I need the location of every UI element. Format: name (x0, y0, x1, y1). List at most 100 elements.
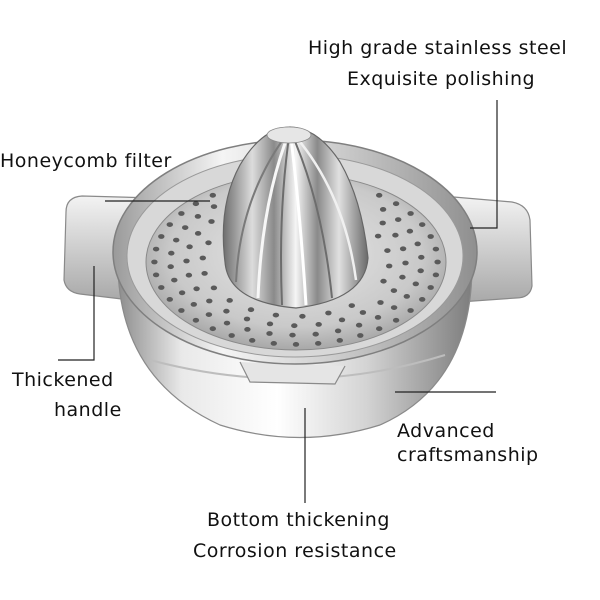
filter-hole (379, 220, 386, 226)
filter-hole (355, 322, 363, 328)
filter-hole (178, 290, 186, 296)
filter-hole (392, 317, 400, 323)
filter-hole (192, 201, 200, 207)
filter-hole (289, 332, 296, 338)
filter-hole (417, 268, 424, 274)
filter-hole (166, 297, 173, 302)
filter-hole (392, 232, 399, 238)
filter-hole (292, 342, 300, 347)
filter-hole (210, 285, 218, 291)
leader-handle (58, 266, 95, 361)
filter-hole (192, 317, 200, 323)
filter-hole (357, 333, 364, 338)
filter-hole (299, 313, 306, 319)
filter-hole (434, 259, 441, 265)
steel-label-line1: High grade stainless steel (308, 37, 568, 59)
filter-hole (193, 286, 200, 292)
filter-hole (407, 308, 414, 313)
filter-hole (158, 285, 165, 290)
filter-hole (336, 338, 343, 343)
filter-hole (173, 237, 180, 243)
filter-hole (380, 278, 387, 284)
filter-hole (325, 310, 332, 316)
filter-hole (432, 272, 440, 278)
filter-hole (226, 298, 233, 303)
filter-hole (151, 259, 158, 265)
spout (239, 361, 346, 385)
filter-hole (223, 308, 230, 314)
handle-label-line1: Thickened (12, 369, 114, 391)
filter-hole (419, 222, 426, 228)
filter-hole (194, 214, 202, 219)
filter-hole (223, 320, 231, 326)
filter-hole (412, 281, 419, 287)
filter-hole (315, 341, 322, 346)
filter-hole (395, 217, 402, 223)
filter-hole (427, 234, 434, 239)
filter-hole (374, 233, 382, 239)
filter-hole (152, 272, 160, 278)
filter-hole (427, 285, 434, 290)
filter-hole (379, 207, 387, 212)
leader-steel (470, 100, 498, 229)
filter-hole (315, 322, 322, 327)
filter-hole (266, 321, 274, 327)
filter-label: Honeycomb filter (0, 150, 172, 172)
filter-hole (244, 327, 251, 332)
filter-hole (206, 298, 213, 304)
filter-hole (243, 316, 251, 322)
filter-hole (249, 338, 256, 343)
filter-hole (419, 297, 426, 302)
filter-hole (247, 307, 255, 313)
filter-hole (392, 201, 400, 207)
filter-hole (183, 258, 190, 264)
filter-hole (272, 312, 280, 318)
filter-hole (386, 263, 393, 269)
filter-hole (390, 305, 398, 310)
filter-hole (312, 331, 319, 337)
filter-hole (152, 246, 160, 252)
filter-hole (402, 260, 409, 266)
filter-hole (374, 315, 382, 320)
steel-label-line2: Exquisite polishing (347, 68, 536, 90)
filter-hole (228, 333, 235, 338)
filter-hole (185, 272, 193, 278)
filter-hole (270, 341, 277, 346)
filter-hole (201, 271, 208, 276)
craft-label-line2: craftsmanship (397, 444, 539, 466)
filter-hole (199, 255, 206, 261)
filter-hole (334, 328, 342, 334)
filter-hole (178, 308, 185, 313)
filter-hole (418, 254, 425, 260)
filter-hole (338, 317, 346, 323)
handle-label-line2: handle (54, 399, 122, 421)
filter-hole (348, 303, 355, 308)
filter-hole (377, 300, 384, 305)
filter-hole (266, 331, 273, 336)
filter-hole (190, 302, 197, 307)
filter-hole (168, 250, 175, 256)
filter-hole (194, 231, 202, 236)
filter-hole (166, 222, 173, 228)
filter-hole (158, 234, 165, 239)
filter-hole (432, 246, 440, 252)
filter-hole (167, 264, 174, 270)
filter-hole (208, 219, 215, 224)
craft-label-line1: Advanced (397, 420, 495, 442)
filter-hole (291, 323, 298, 329)
filter-hole (210, 204, 218, 210)
filter-hole (376, 326, 383, 332)
filter-hole (182, 225, 189, 231)
bottom-label-line1: Bottom thickening (207, 509, 390, 531)
filter-hole (376, 192, 383, 198)
filter-hole (359, 310, 367, 315)
filter-hole (205, 240, 212, 246)
leader-lines (58, 100, 498, 503)
bottom-label-line2: Corrosion resistance (193, 540, 397, 562)
filter-hole (407, 211, 414, 216)
filter-hole (403, 294, 410, 299)
filter-hole (178, 211, 185, 216)
filter-hole (186, 244, 193, 250)
filter-hole (399, 274, 406, 280)
